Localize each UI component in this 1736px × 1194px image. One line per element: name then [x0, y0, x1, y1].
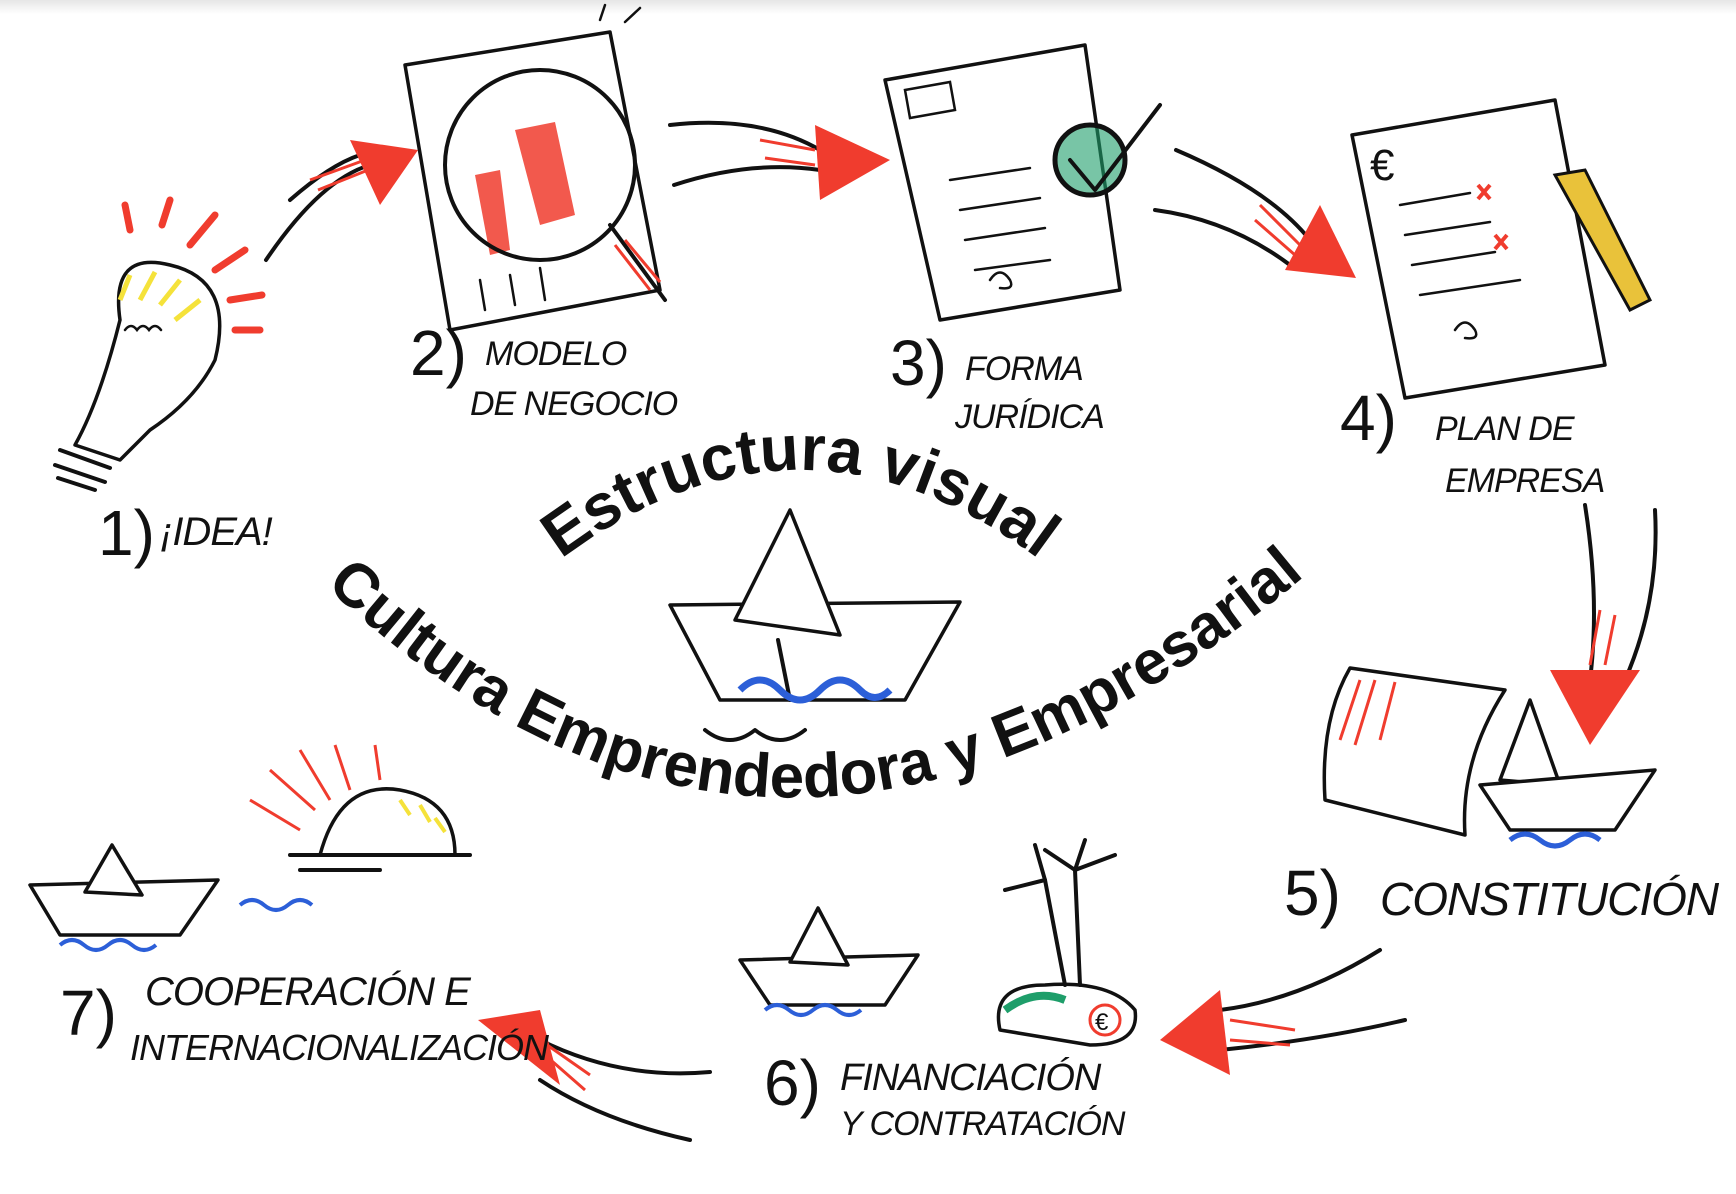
step-3-number: 3) [890, 327, 947, 399]
boat-sunrise-icon [28, 744, 472, 952]
step-2-number: 2) [410, 317, 467, 389]
step-5: 5) CONSTITUCIÓN [1284, 666, 1721, 929]
arrow-1-to-2 [264, 140, 418, 262]
euro-plan-document-icon: € [1350, 98, 1653, 400]
step-2-label-line-1: MODELO [485, 335, 627, 373]
arrow-6-to-7 [478, 1010, 712, 1142]
step-7: 7) COOPERACIÓN E INTERNACIONALIZACIÓN [28, 744, 551, 1068]
step-7-label-line-1: COOPERACIÓN E [145, 969, 472, 1014]
euro-icon: € [1370, 141, 1394, 190]
step-3-label-line-2: JURÍDICA [954, 398, 1104, 436]
step-7-label-line-2: INTERNACIONALIZACIÓN [130, 1027, 550, 1068]
step-4-number: 4) [1340, 382, 1397, 454]
arrow-4-to-5 [1550, 503, 1658, 745]
arrows [264, 120, 1658, 1142]
step-5-label: CONSTITUCIÓN [1380, 873, 1720, 925]
step-7-number: 7) [60, 977, 117, 1049]
step-6-label-line-2: Y CONTRATACIÓN [840, 1105, 1126, 1143]
document-check-icon [883, 43, 1162, 322]
step-4-label-line-2: EMPRESA [1445, 462, 1604, 500]
arrow-3-to-4 [1153, 148, 1356, 278]
step-4-label-line-1: PLAN DE [1435, 410, 1575, 448]
boat-island-icon: € [738, 838, 1138, 1047]
arrow-5-to-6 [1160, 948, 1407, 1075]
arrow-2-to-3 [668, 120, 890, 200]
step-2-label-line-2: DE NEGOCIO [470, 385, 678, 423]
step-6-label-line-1: FINANCIACIÓN [840, 1056, 1102, 1099]
tent-boat-icon [1322, 666, 1657, 849]
step-6-number: 6) [764, 1047, 821, 1119]
step-4: € 4) PLAN DE EMPRESA [1340, 98, 1653, 500]
step-6: € 6) FINANCIACIÓN Y CONTRATACIÓN [738, 838, 1138, 1143]
step-3-label-line-1: FORMA [965, 350, 1083, 388]
lightbulb-icon [53, 196, 266, 492]
central-title: Estructura visual Cultura Emprendedora y… [316, 412, 1314, 812]
step-2: 2) MODELO DE NEGOCIO [403, 3, 679, 423]
step-3: 3) FORMA JURÍDICA [883, 43, 1162, 436]
step-1-label: ¡IDEA! [160, 510, 273, 554]
step-1: 1) ¡IDEA! [53, 196, 274, 569]
step-1-number: 1) [98, 497, 155, 569]
euro-coin-icon: € [1095, 1009, 1109, 1036]
top-border [0, 0, 1736, 14]
step-5-number: 5) [1284, 857, 1341, 929]
chart-magnifier-icon [403, 3, 667, 332]
paper-boat-icon [668, 508, 962, 742]
